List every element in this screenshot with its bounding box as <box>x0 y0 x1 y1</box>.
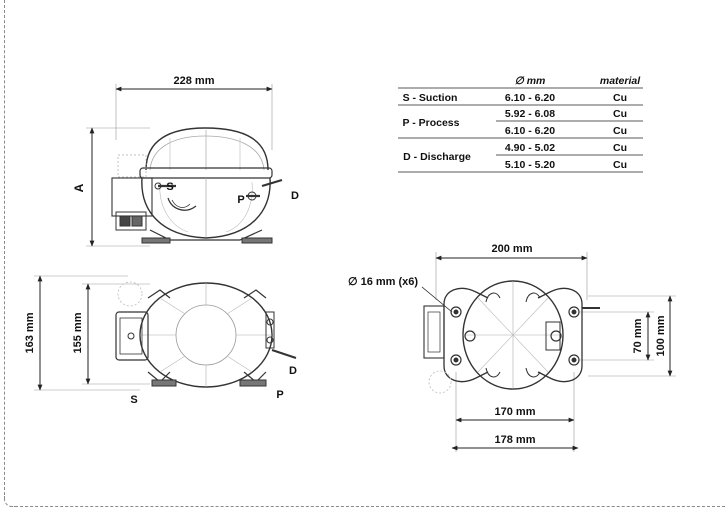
side-height-a-label: A <box>72 183 86 192</box>
table-row-diameter: 4.90 - 5.02 <box>505 142 555 154</box>
base-view-drawing <box>421 252 676 452</box>
table-row-material: Cu <box>613 108 627 120</box>
table-row-label: P - Process <box>402 117 459 129</box>
side-suction-label: S <box>166 181 173 193</box>
side-view-drawing <box>86 84 283 247</box>
top-process-label: P <box>276 389 283 401</box>
base-height-outer-label: 100 mm <box>655 315 667 356</box>
side-discharge-label: D <box>291 190 299 202</box>
table-row-diameter: 5.92 - 6.08 <box>505 108 555 120</box>
top-view-drawing <box>34 275 297 391</box>
table-row-material: Cu <box>613 125 627 137</box>
table-row-diameter: 6.10 - 6.20 <box>505 92 555 104</box>
table-row-material: Cu <box>613 92 627 104</box>
border-dash-bottom <box>10 506 725 507</box>
base-holes-label: ∅ 16 mm (x6) <box>348 276 418 288</box>
table-row-label: S - Suction <box>403 92 458 104</box>
table-header-material: material <box>600 75 641 87</box>
top-discharge-label: D <box>289 365 297 377</box>
table-row-diameter: 6.10 - 6.20 <box>505 125 555 137</box>
top-suction-label: S <box>130 394 137 406</box>
base-height-inner-label: 70 mm <box>632 318 644 353</box>
table-row-material: Cu <box>613 159 627 171</box>
top-height-inner-label: 155 mm <box>72 312 84 353</box>
base-width-mid-label: 170 mm <box>495 406 536 418</box>
side-width-label: 228 mm <box>174 75 215 87</box>
table-row-label: D - Discharge <box>403 151 471 163</box>
top-height-outer-label: 163 mm <box>24 312 36 353</box>
side-process-label: P <box>237 194 244 206</box>
border-corner <box>4 496 15 507</box>
table-row-diameter: 5.10 - 5.20 <box>505 159 555 171</box>
base-width-bottom-label: 178 mm <box>495 434 536 446</box>
border-dash-left <box>4 0 5 500</box>
connection-table-lines <box>398 87 643 173</box>
base-width-top-label: 200 mm <box>492 243 533 255</box>
table-header-diameter: ∅ mm <box>515 75 546 87</box>
table-row-material: Cu <box>613 142 627 154</box>
